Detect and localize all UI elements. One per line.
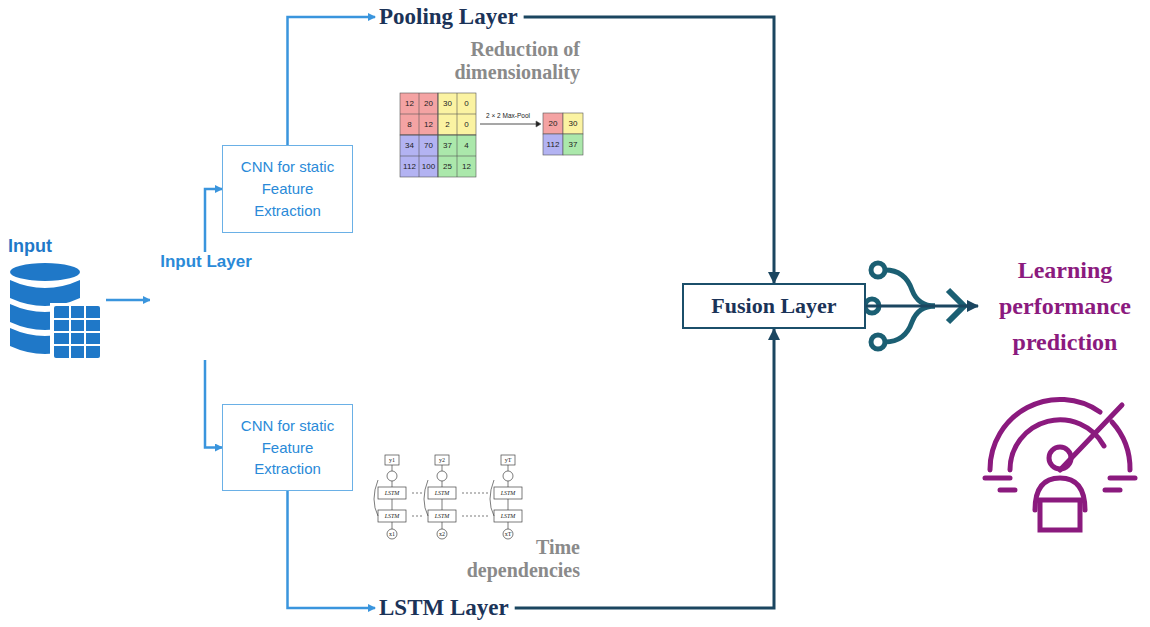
illustration-text: LSTM bbox=[385, 490, 400, 496]
flow-arrow bbox=[106, 299, 150, 302]
node-text: Input Layer bbox=[150, 252, 262, 272]
flow-arrow bbox=[205, 189, 222, 252]
illustration-text: 2 × 2 Max-Pool bbox=[486, 113, 530, 120]
illustration-text: 20 bbox=[424, 100, 433, 108]
illustration-text: 4 bbox=[464, 142, 468, 150]
output-title: Learning performance prediction bbox=[982, 252, 1148, 360]
illustration-text: LSTM bbox=[435, 490, 450, 496]
node-text: LSTM Layer bbox=[379, 595, 509, 621]
illustration-text: 37 bbox=[443, 142, 452, 150]
illustration-text: 30 bbox=[443, 100, 452, 108]
illustration-text: 20 bbox=[549, 120, 558, 128]
illustration-text: 12 bbox=[462, 163, 471, 171]
illustration-text: yT bbox=[505, 457, 512, 463]
illustration-text: 30 bbox=[569, 120, 578, 128]
illustration-text: y2 bbox=[439, 457, 445, 463]
database-icon bbox=[10, 263, 102, 361]
illustration-text: 12 bbox=[405, 100, 414, 108]
illustration-text: 2 bbox=[445, 121, 449, 129]
illustration-text: x2 bbox=[439, 531, 445, 537]
node-text: Pooling Layer bbox=[379, 4, 518, 30]
illustration-text: 70 bbox=[424, 142, 433, 150]
lstm-unrolled bbox=[374, 455, 522, 539]
max-pool-matrix bbox=[400, 93, 583, 177]
fusion-box: Fusion Layer bbox=[682, 283, 866, 329]
process-box: CNN for static Feature Extraction bbox=[222, 404, 353, 491]
layer-title: Pooling Layer bbox=[375, 3, 522, 31]
node-text: Input bbox=[8, 236, 106, 257]
illustration-text: 25 bbox=[443, 163, 452, 171]
flow-arrow bbox=[866, 305, 978, 308]
input-database: Input bbox=[8, 236, 106, 362]
illustration-text: LSTM bbox=[501, 513, 516, 519]
node-text: CNN for static Feature Extraction bbox=[229, 156, 346, 221]
flow-arrow bbox=[288, 17, 376, 145]
illustration-text: y1 bbox=[389, 457, 395, 463]
illustration-text: 8 bbox=[407, 121, 411, 129]
illustration-text: xT bbox=[505, 531, 512, 537]
flow-arrow bbox=[205, 360, 222, 448]
illustration-text: LSTM bbox=[385, 513, 400, 519]
node-text: Learning performance prediction bbox=[982, 252, 1148, 360]
illustration-text: 100 bbox=[422, 163, 435, 171]
gauge-icon bbox=[985, 399, 1135, 530]
illustration-text: LSTM bbox=[501, 490, 516, 496]
illustration-caption: Time dependencies bbox=[445, 536, 580, 582]
illustration-text: 34 bbox=[405, 142, 414, 150]
flow-arrow bbox=[288, 491, 376, 608]
node-text: Fusion Layer bbox=[711, 293, 836, 319]
illustration-text: 112 bbox=[403, 163, 416, 171]
illustration-text: 112 bbox=[547, 141, 560, 149]
illustration-text: 0 bbox=[464, 121, 468, 129]
illustration-text: 12 bbox=[424, 121, 433, 129]
illustration-text: 0 bbox=[464, 100, 468, 108]
input-layer: Input Layer bbox=[150, 252, 262, 360]
illustration-text: 37 bbox=[569, 141, 578, 149]
node-text: CNN for static Feature Extraction bbox=[229, 415, 346, 480]
illustration-text: x1 bbox=[389, 531, 395, 537]
illustration-caption: Reduction of dimensionality bbox=[420, 38, 580, 84]
layer-title: LSTM Layer bbox=[375, 594, 513, 622]
illustration-text: LSTM bbox=[435, 513, 450, 519]
process-box: CNN for static Feature Extraction bbox=[222, 145, 353, 233]
